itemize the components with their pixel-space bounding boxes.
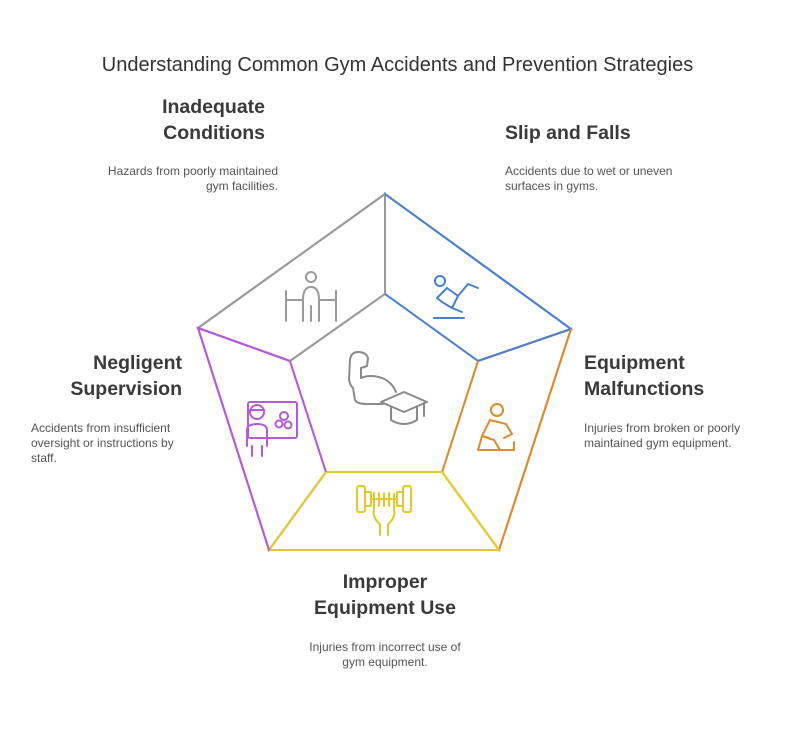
label-slip-line1: Slip and Falls [505, 122, 631, 144]
label-malfunction-line2: Malfunctions [584, 378, 705, 400]
desc-negligent-supervision: Accidents from insufficient oversight or… [31, 421, 211, 466]
desc-slip-and-falls: Accidents due to wet or uneven surfaces … [505, 164, 725, 194]
trainer-figure-icon [285, 271, 337, 322]
label-improper-line1: Improper [342, 571, 428, 593]
desc-inadequate-line2: gym facilities. [205, 179, 278, 193]
desc-improper-line2: gym equipment. [342, 655, 428, 669]
coach-board-icon [246, 401, 298, 457]
label-negligent-line1: Negligent [93, 352, 182, 374]
label-equipment-malfunctions: Equipment Malfunctions [584, 350, 784, 402]
desc-equipment-malfunctions: Injuries from broken or poorly maintaine… [584, 421, 789, 451]
label-malfunction-line1: Equipment [584, 352, 685, 374]
label-negligent-line2: Supervision [70, 378, 182, 400]
desc-malfunction-line1: Injuries from broken or poorly [584, 421, 741, 435]
desc-improper-line1: Injuries from incorrect use of [309, 640, 461, 654]
page-title: Understanding Common Gym Accidents and P… [101, 54, 694, 76]
muscle-graduation-cap-icon [348, 351, 428, 425]
desc-slip-line2: surfaces in gyms. [505, 179, 599, 193]
desc-improper-equipment-use: Injuries from incorrect use of gym equip… [270, 640, 500, 670]
falling-person-icon [433, 275, 479, 319]
label-improper-equipment-use: Improper Equipment Use [270, 569, 500, 621]
desc-inadequate-line1: Hazards from poorly maintained [107, 164, 278, 178]
label-negligent-supervision: Negligent Supervision [20, 350, 182, 402]
center-pentagon [290, 294, 478, 472]
desc-negligent-line1: Accidents from insufficient [31, 421, 171, 435]
desc-inadequate-conditions: Hazards from poorly maintained gym facil… [60, 164, 278, 194]
label-slip-and-falls: Slip and Falls [505, 120, 705, 146]
label-inadequate-conditions: Inadequate Conditions [110, 94, 265, 146]
desc-slip-line1: Accidents due to wet or uneven [505, 164, 673, 178]
injured-person-icon [477, 403, 515, 451]
desc-negligent-line3: staff. [31, 451, 57, 465]
desc-negligent-line2: oversight or instructions by [31, 436, 174, 450]
label-improper-line2: Equipment Use [314, 597, 456, 619]
label-inadequate-line1: Inadequate [162, 96, 265, 118]
hand-dumbbell-icon [356, 485, 412, 536]
desc-malfunction-line2: maintained gym equipment. [584, 436, 732, 450]
label-inadequate-line2: Conditions [163, 122, 265, 144]
